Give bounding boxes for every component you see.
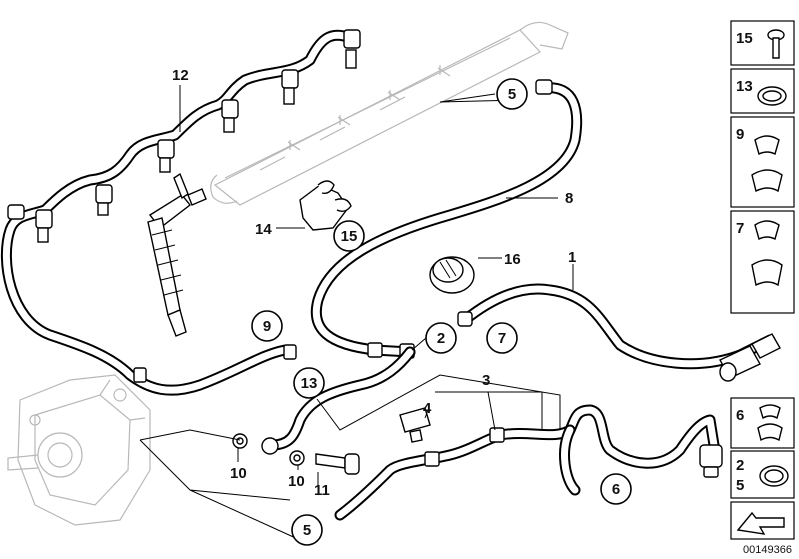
hose-clamp-icon	[759, 465, 789, 487]
leader-lines	[139, 85, 574, 541]
fuel-rail-ghost	[210, 21, 569, 206]
callout-7: 7	[498, 330, 506, 347]
callout-12: 12	[172, 67, 189, 84]
callout-11: 11	[314, 482, 330, 499]
direction-arrow-icon	[736, 511, 785, 535]
callout-13: 13	[301, 375, 318, 392]
legend-label-6: 6	[736, 407, 744, 424]
callout-16: 16	[504, 251, 521, 268]
clip-icon-6	[757, 404, 783, 442]
callout-6: 6	[612, 481, 620, 498]
callout-7-circle	[486, 322, 518, 354]
callouts: 12 8 14 16 1 3 4 10 10 11	[172, 67, 576, 499]
sensor-4-part	[399, 407, 431, 443]
image-number: 00149366	[743, 544, 792, 556]
circled-callouts: 5 15 9 2 7 13 6 5	[251, 78, 632, 546]
clamp-icon	[757, 86, 787, 106]
fuel-hose-1-part	[457, 283, 781, 382]
callout-9-circle	[251, 310, 283, 342]
bolt-11-part	[315, 453, 360, 475]
legend-label-13: 13	[736, 78, 753, 95]
legend-label-2: 2	[736, 457, 744, 474]
callout-3: 3	[482, 372, 490, 389]
callout-6-circle	[600, 473, 632, 505]
clip-icon-7	[751, 220, 783, 287]
callout-8: 8	[565, 190, 573, 207]
callout-15-circle	[333, 220, 365, 252]
bracket-14-part	[299, 180, 352, 231]
callout-13-circle	[293, 367, 325, 399]
screw-icon	[767, 29, 785, 59]
callout-9: 9	[263, 318, 271, 335]
fuel-injector-part	[147, 172, 207, 337]
callout-5-bottom-circle	[291, 514, 323, 546]
callout-4: 4	[423, 400, 432, 417]
legend-box-15	[730, 20, 795, 66]
callout-15: 15	[341, 228, 358, 245]
callout-5-bottom: 5	[303, 522, 311, 539]
callout-5-top-circle	[496, 78, 528, 110]
legend-box-9	[730, 116, 795, 208]
callout-2: 2	[437, 330, 445, 347]
legend-label-5: 5	[736, 477, 744, 494]
callout-5-top: 5	[508, 86, 516, 103]
callout-10-right: 10	[288, 473, 305, 490]
fuel-line-3-part	[334, 404, 723, 521]
lower-lines-part	[261, 346, 416, 455]
legend-column: 15 13 9 7 6 2 5	[730, 20, 795, 540]
callout-2-circle	[425, 322, 457, 354]
leak-off-line-part	[0, 29, 361, 396]
callout-10-left: 10	[230, 465, 247, 482]
callout-1: 1	[568, 249, 576, 266]
legend-label-15: 15	[736, 30, 753, 47]
return-hose-8-part	[310, 79, 583, 359]
legend-label-7: 7	[736, 220, 744, 237]
clip-icon-9	[751, 135, 783, 193]
legend-label-9: 9	[736, 126, 744, 143]
callout-14: 14	[255, 221, 272, 238]
damper-16-part	[429, 256, 475, 294]
high-pressure-pump-ghost	[7, 374, 151, 526]
